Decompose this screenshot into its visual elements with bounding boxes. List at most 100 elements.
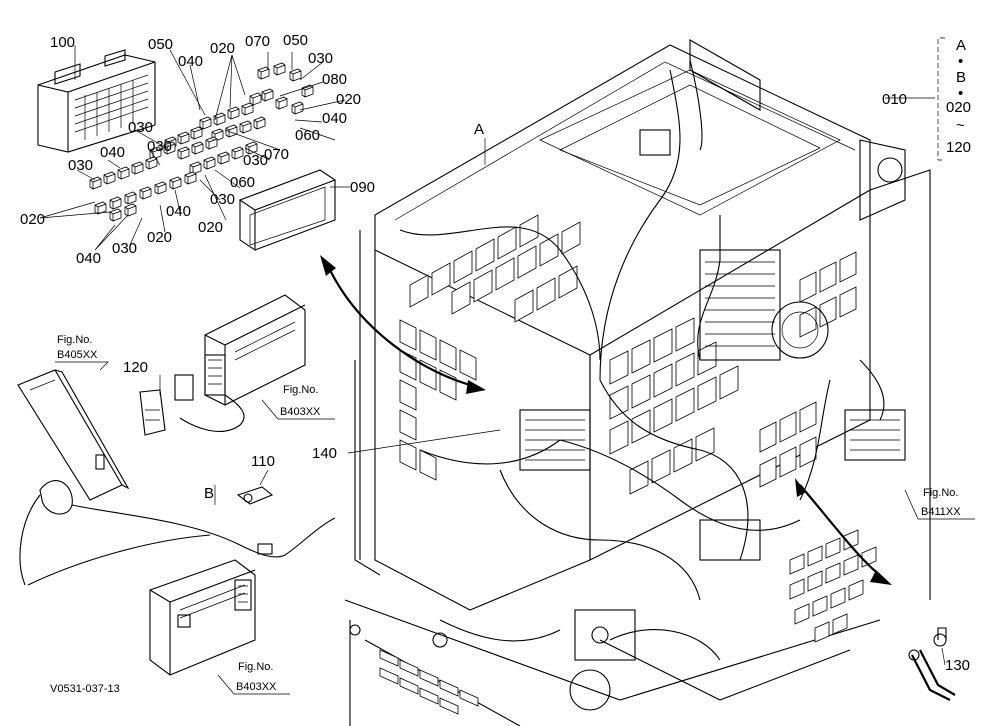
- fuse-icon: [257, 66, 270, 80]
- part-label-020: 020: [336, 91, 361, 108]
- part-label-140: 140: [312, 445, 337, 462]
- part-label-120: 120: [123, 359, 148, 376]
- floor-mesh: [379, 529, 877, 715]
- fuse-icon: [191, 141, 204, 155]
- part-label-030: 030: [112, 240, 137, 257]
- part-label-040: 040: [100, 144, 125, 161]
- part-label-030: 030: [147, 138, 172, 155]
- part-label-030: 030: [68, 157, 93, 174]
- left-mesh-grid: [399, 214, 581, 481]
- connector-110: [236, 486, 274, 505]
- range-note: A • B • 020 ~ 120: [946, 37, 971, 156]
- range-tilde: ~: [956, 117, 965, 134]
- range-dot: •: [958, 85, 963, 102]
- part-label-050: 050: [283, 32, 308, 49]
- figure-references: Fig.No. B405XX Fig.No. B403XX Fig.No. B4…: [55, 334, 975, 695]
- fuse-icon: [103, 171, 116, 185]
- range-a: A: [956, 37, 966, 54]
- range-dot: •: [958, 53, 963, 70]
- part-label-030: 030: [210, 191, 235, 208]
- part-label-030: 030: [243, 152, 268, 169]
- part-label-130: 130: [945, 657, 970, 674]
- leader-lines: [39, 45, 946, 666]
- range-end: 120: [946, 139, 971, 156]
- fig-label-b411: Fig.No.: [923, 487, 958, 499]
- part-label-030: 030: [308, 50, 333, 67]
- ground-strap: [908, 627, 956, 701]
- fuse-icon: [261, 88, 274, 102]
- fig-number-b405: B405XX: [57, 349, 98, 361]
- cab-wire-harness: [399, 59, 885, 661]
- part-label-040: 040: [178, 53, 203, 70]
- controller-405: [17, 369, 130, 515]
- part-label-040: 040: [322, 110, 347, 127]
- fuse-icon: [117, 166, 130, 180]
- fuse-icon: [249, 92, 262, 106]
- callout-labels: A B: [204, 121, 484, 502]
- fuse-relay-set: [89, 62, 314, 222]
- fuse-icon: [217, 151, 230, 165]
- fuse-icon: [301, 84, 314, 98]
- fig-label-b405: Fig.No.: [57, 334, 92, 346]
- fuse-icon: [109, 196, 122, 210]
- fuse-icon: [241, 102, 254, 116]
- part-label-060: 060: [295, 127, 320, 144]
- part-label-070: 070: [245, 33, 270, 50]
- fuse-icon: [203, 156, 216, 170]
- part-label-010: 010: [882, 91, 907, 108]
- part-label-110: 110: [251, 453, 275, 470]
- part-label-070: 070: [264, 146, 289, 163]
- part-number-labels: 100 050 020 070 050 040 030 080 020 040 …: [20, 32, 970, 674]
- fuse-icon: [131, 161, 144, 175]
- fuse-icon: [169, 176, 182, 190]
- part-label-040: 040: [166, 203, 191, 220]
- fuse-icon: [291, 101, 304, 115]
- controller-403-bottom: [149, 559, 256, 676]
- part-label-090: 090: [350, 179, 375, 196]
- part-label-020: 020: [147, 229, 172, 246]
- fuse-icon: [199, 116, 212, 130]
- range-start: 020: [946, 99, 971, 116]
- fuse-icon: [245, 141, 258, 155]
- part-label-030: 030: [128, 119, 153, 136]
- callout-b: B: [204, 485, 214, 502]
- relay-120: [139, 374, 194, 436]
- fig-label-b403: Fig.No.: [283, 384, 318, 396]
- fig-label-b403: Fig.No.: [238, 661, 273, 673]
- fuse-icon: [273, 62, 286, 76]
- fuse-icon: [177, 146, 190, 160]
- fuse-icon: [227, 106, 240, 120]
- fuse-icon: [184, 171, 197, 185]
- fuse-icon: [239, 120, 252, 134]
- part-label-060: 060: [230, 174, 255, 191]
- fuse-icon: [275, 96, 288, 110]
- part-label-040: 040: [76, 250, 101, 267]
- fuse-icon: [289, 68, 302, 82]
- callout-a: A: [474, 121, 484, 138]
- fuse-box-cover: [238, 169, 337, 252]
- fig-number-b403: B403XX: [236, 681, 277, 693]
- part-label-020: 020: [20, 211, 45, 228]
- part-label-100: 100: [50, 34, 75, 51]
- right-mesh-grid: [609, 251, 857, 495]
- range-bracket: [937, 37, 945, 161]
- fuse-icon: [154, 181, 167, 195]
- cab-structure: [344, 39, 931, 726]
- fuse-icon: [139, 186, 152, 200]
- fuse-icon: [124, 191, 137, 205]
- fuse-icon: [124, 203, 137, 217]
- fig-number-b411: B411XX: [921, 506, 961, 518]
- fuse-icon: [205, 136, 218, 150]
- part-label-020: 020: [210, 40, 235, 57]
- fuse-icon: [94, 201, 107, 215]
- harness-b: [19, 494, 336, 586]
- fuse-icon: [190, 126, 203, 140]
- fuse-icon: [163, 141, 176, 155]
- controller-403-top: [179, 294, 306, 432]
- range-b: B: [956, 69, 966, 86]
- fuse-icon: [213, 112, 226, 126]
- fuse-icon: [145, 156, 158, 170]
- fuse-icon: [89, 176, 102, 190]
- fig-number-b403: B403XX: [280, 406, 321, 418]
